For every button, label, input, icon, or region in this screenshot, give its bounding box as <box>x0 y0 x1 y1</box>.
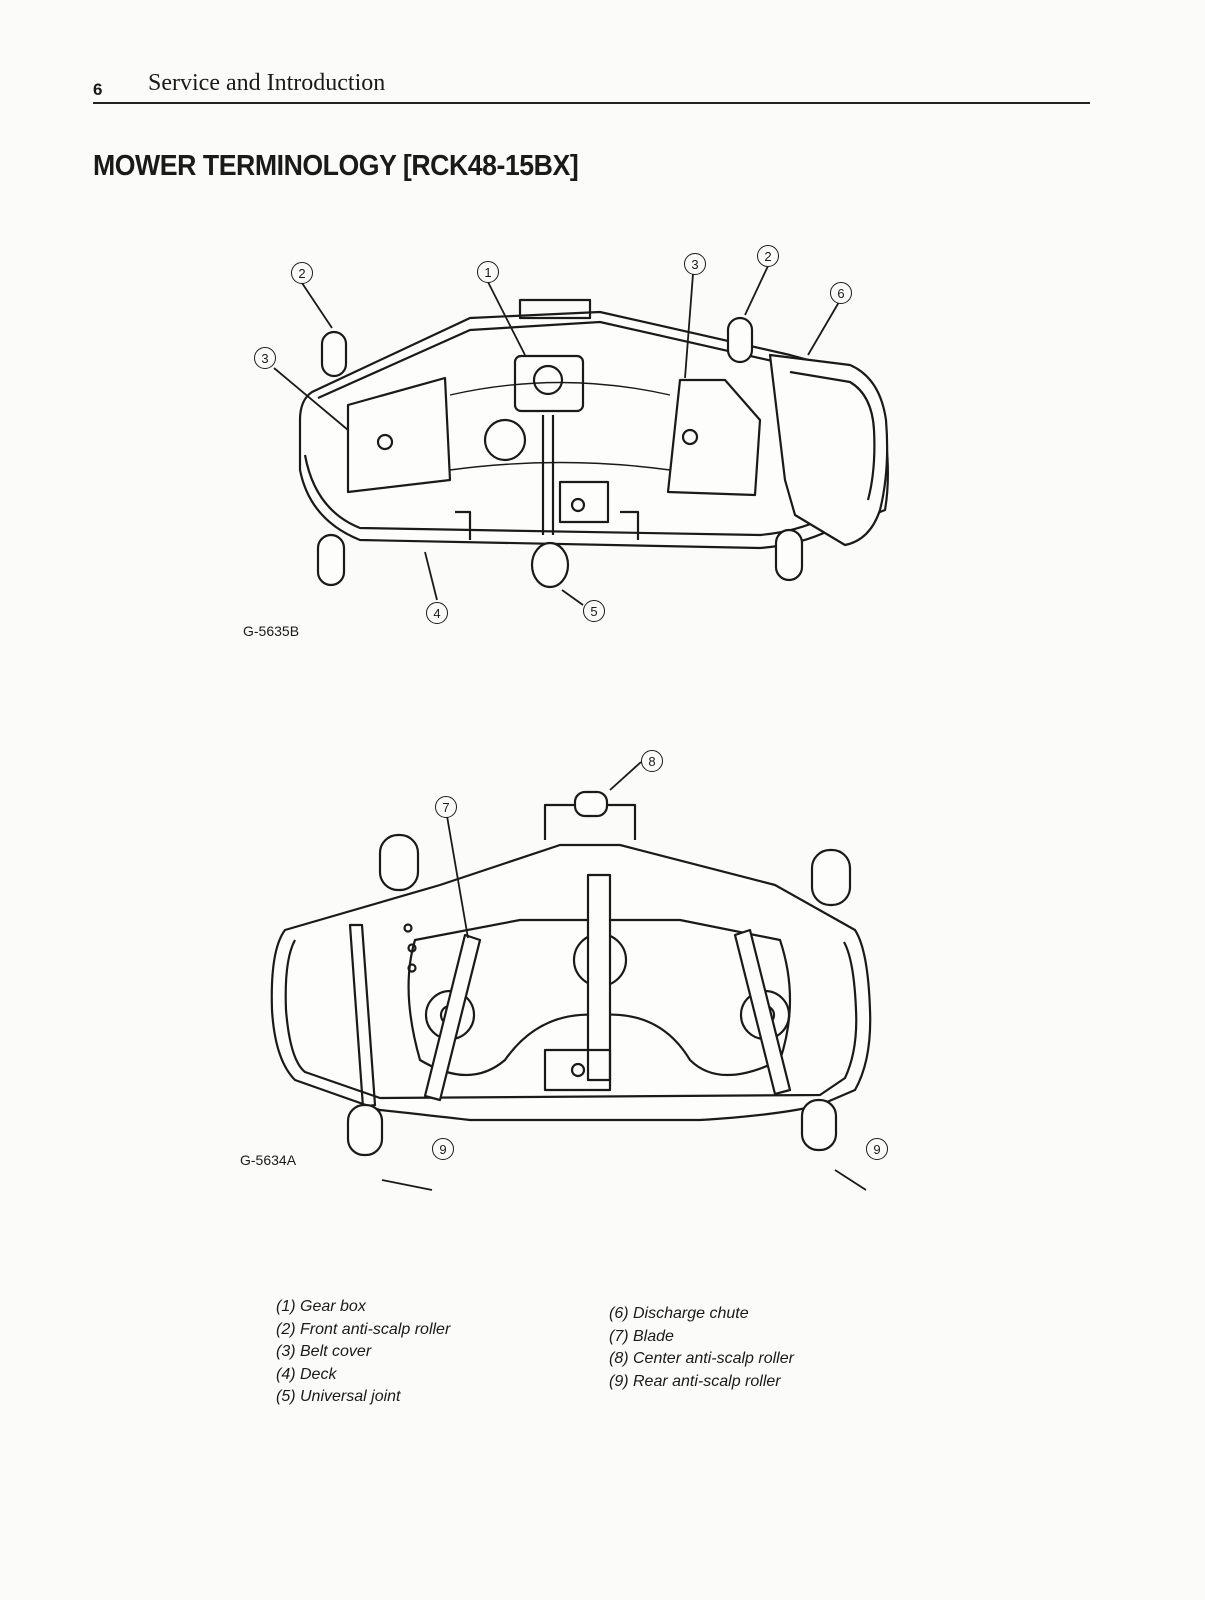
running-head: Service and Introduction <box>148 70 386 96</box>
section-title: MOWER TERMINOLOGY [RCK48-15BX] <box>93 150 579 182</box>
mower-top-view-illustration <box>273 265 889 606</box>
callout-3: 3 <box>684 253 706 275</box>
callout-4: 4 <box>426 602 448 624</box>
legend-item: (7) Blade <box>609 1327 674 1345</box>
figure-code: G-5634A <box>240 1152 297 1168</box>
legend-item: (2) Front anti-scalp roller <box>276 1320 451 1338</box>
legend-item: (8) Center anti-scalp roller <box>609 1350 794 1367</box>
callout-2: 2 <box>291 262 313 284</box>
callout-5: 5 <box>583 600 605 622</box>
legend-left-column: (1) Gear box (2) Front anti-scalp roller… <box>276 1296 450 1409</box>
page-number: 6 <box>93 80 103 99</box>
legend-item: (3) Belt cover <box>276 1343 372 1360</box>
legend-item: (6) Discharge chute <box>609 1305 749 1322</box>
callout-8: 8 <box>641 750 663 772</box>
legend-item: (5) Universal joint <box>276 1388 401 1405</box>
legend-item: (4) Deck <box>276 1365 337 1383</box>
callout-6: 6 <box>830 282 852 304</box>
callout-2: 2 <box>757 245 779 267</box>
header-rule <box>93 102 1090 104</box>
callout-9: 9 <box>866 1138 888 1160</box>
figure-code: G-5635B <box>243 623 300 639</box>
callout-3: 3 <box>254 347 276 369</box>
legend-item: (1) Gear box <box>276 1298 366 1315</box>
callout-1: 1 <box>477 261 499 283</box>
mower-underside-illustration <box>270 761 872 1191</box>
callout-9: 9 <box>432 1138 454 1160</box>
legend-right-column: (6) Discharge chute (7) Blade (8) Center… <box>609 1303 794 1393</box>
legend-item: (9) Rear anti-scalp roller <box>609 1372 781 1390</box>
callout-7: 7 <box>435 796 457 818</box>
